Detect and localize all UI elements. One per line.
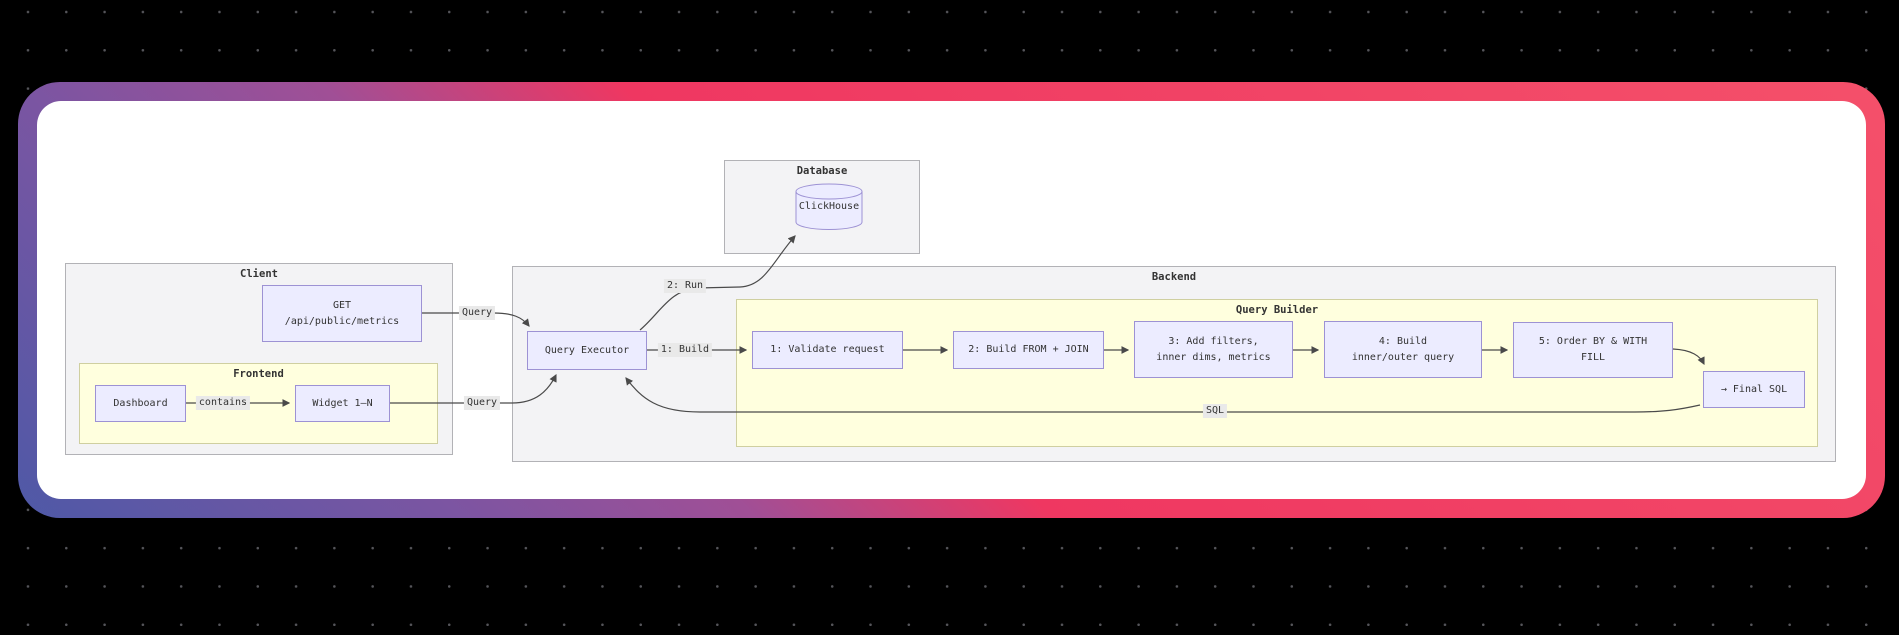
edge-label-query-widget: Query [463, 396, 501, 410]
database-cylinder-icon [795, 183, 863, 230]
node-step4-line1: 4: Build [1378, 335, 1428, 347]
node-query-executor: Query Executor [527, 331, 647, 370]
node-step5-line1: 5: Order BY & WITH [1538, 336, 1648, 347]
node-step5-order-by-with-fill: 5: Order BY & WITH FILL [1513, 322, 1673, 378]
edge-label-query-get: Query [458, 306, 496, 320]
node-final-sql-label: → Final SQL [1720, 383, 1788, 395]
node-step2-label: 2: Build FROM + JOIN [968, 344, 1089, 355]
cluster-backend-label: Backend [1151, 271, 1197, 283]
node-get-endpoint-line2: /api/public/metrics [284, 315, 400, 327]
edge-label-sql: SQL [1202, 404, 1228, 418]
node-dashboard: Dashboard [95, 385, 186, 422]
cluster-client-label: Client [240, 268, 278, 280]
node-get-endpoint-line1: GET [332, 299, 352, 311]
node-step4-line2: inner/outer query [1351, 351, 1455, 363]
node-step1-validate: 1: Validate request [752, 331, 903, 369]
node-widget-label: Widget 1–N [312, 397, 373, 409]
cluster-database-label: Database [796, 165, 848, 177]
node-step3-line1: 3: Add filters, [1168, 335, 1259, 347]
node-clickhouse-label: ClickHouse [798, 201, 860, 212]
node-step3-line2: inner dims, metrics [1156, 351, 1271, 363]
edge-label-contains: contains [195, 396, 251, 410]
edge-label-run: 2: Run [663, 279, 707, 293]
cluster-frontend-label: Frontend [233, 368, 284, 380]
node-dashboard-label: Dashboard [113, 397, 168, 409]
node-step5-line2: FILL [1580, 352, 1606, 363]
node-step4-build-inner-outer: 4: Build inner/outer query [1324, 321, 1482, 378]
node-query-executor-label: Query Executor [544, 344, 630, 356]
node-final-sql: → Final SQL [1703, 371, 1805, 408]
node-get-endpoint: GET /api/public/metrics [262, 285, 422, 342]
node-step2-build-from-join: 2: Build FROM + JOIN [953, 331, 1104, 369]
node-step3-add-filters: 3: Add filters, inner dims, metrics [1134, 321, 1293, 378]
edge-label-build: 1: Build [657, 343, 713, 357]
cluster-query-builder-label: Query Builder [1235, 304, 1319, 316]
node-step1-label: 1: Validate request [770, 344, 885, 355]
node-clickhouse: ClickHouse [795, 182, 863, 232]
node-widget: Widget 1–N [295, 385, 390, 422]
